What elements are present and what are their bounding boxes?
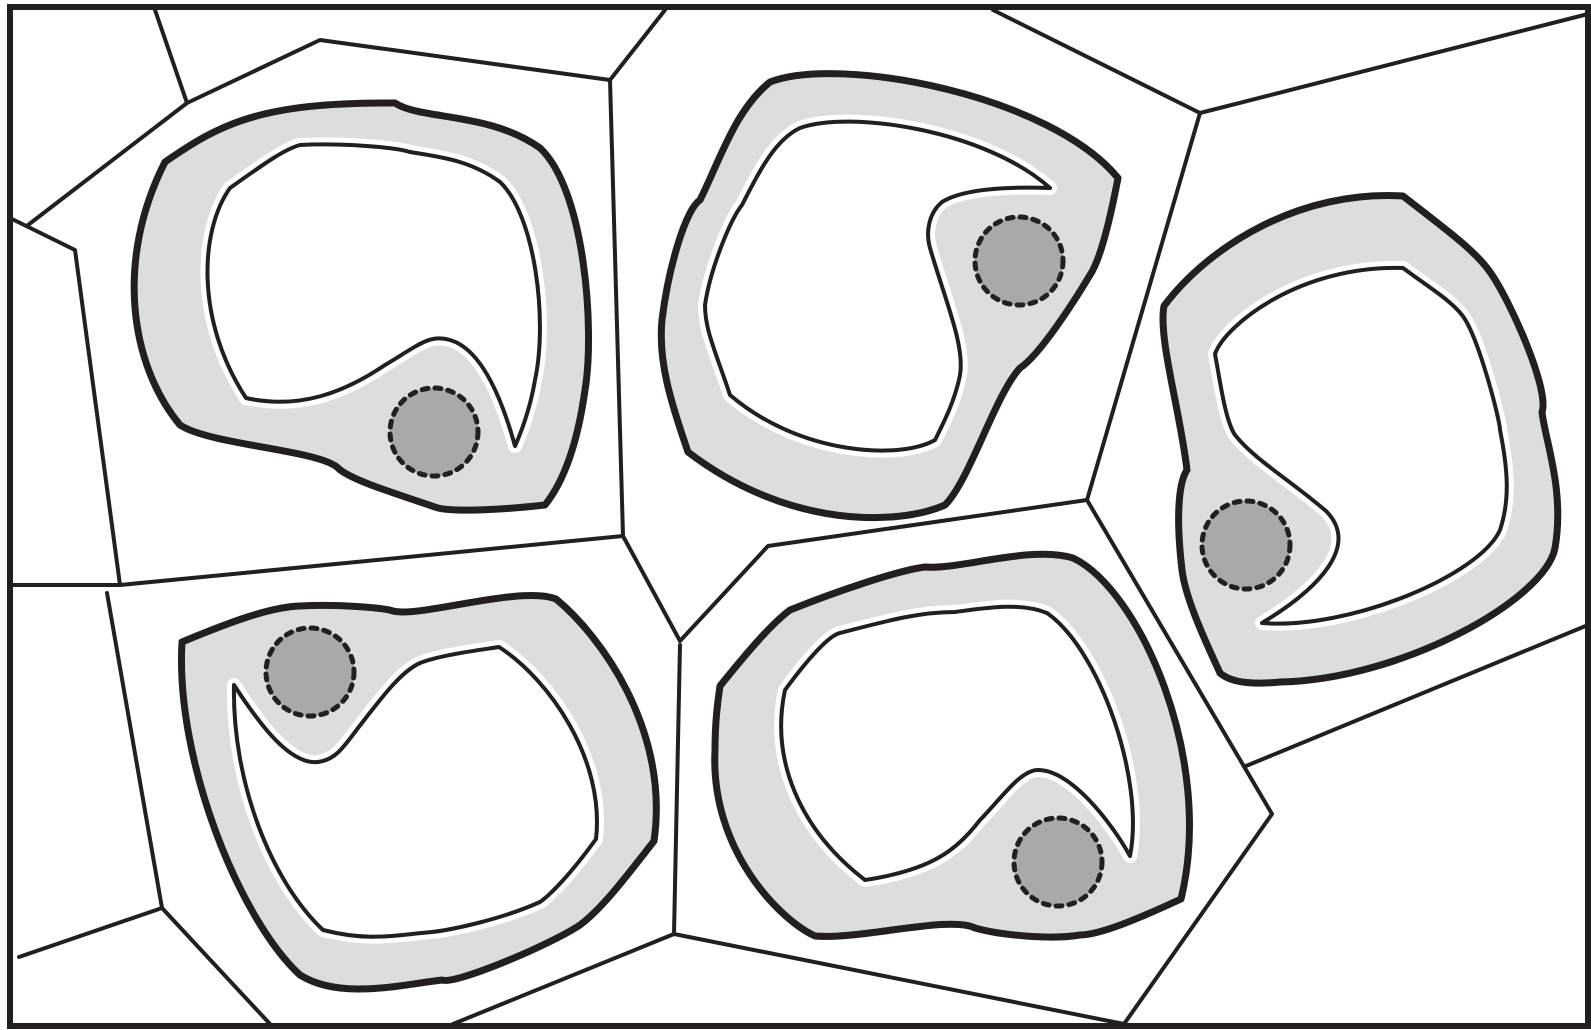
cell-wall-segment [155,10,665,103]
nucleus [1014,818,1102,906]
nucleus [390,388,478,476]
cell-3 [1163,196,1558,684]
cell-1 [134,103,588,510]
cell-wall-segment [10,218,120,585]
cell-2 [661,74,1118,518]
cell-5 [715,554,1190,937]
cell-wall-segment [674,934,1124,1024]
cell-4 [181,596,656,990]
nucleus [975,217,1063,305]
nucleus [266,628,354,716]
nucleus [1202,501,1290,589]
cell-wall-segment [19,908,162,957]
cell-wall-segment [993,10,1588,113]
